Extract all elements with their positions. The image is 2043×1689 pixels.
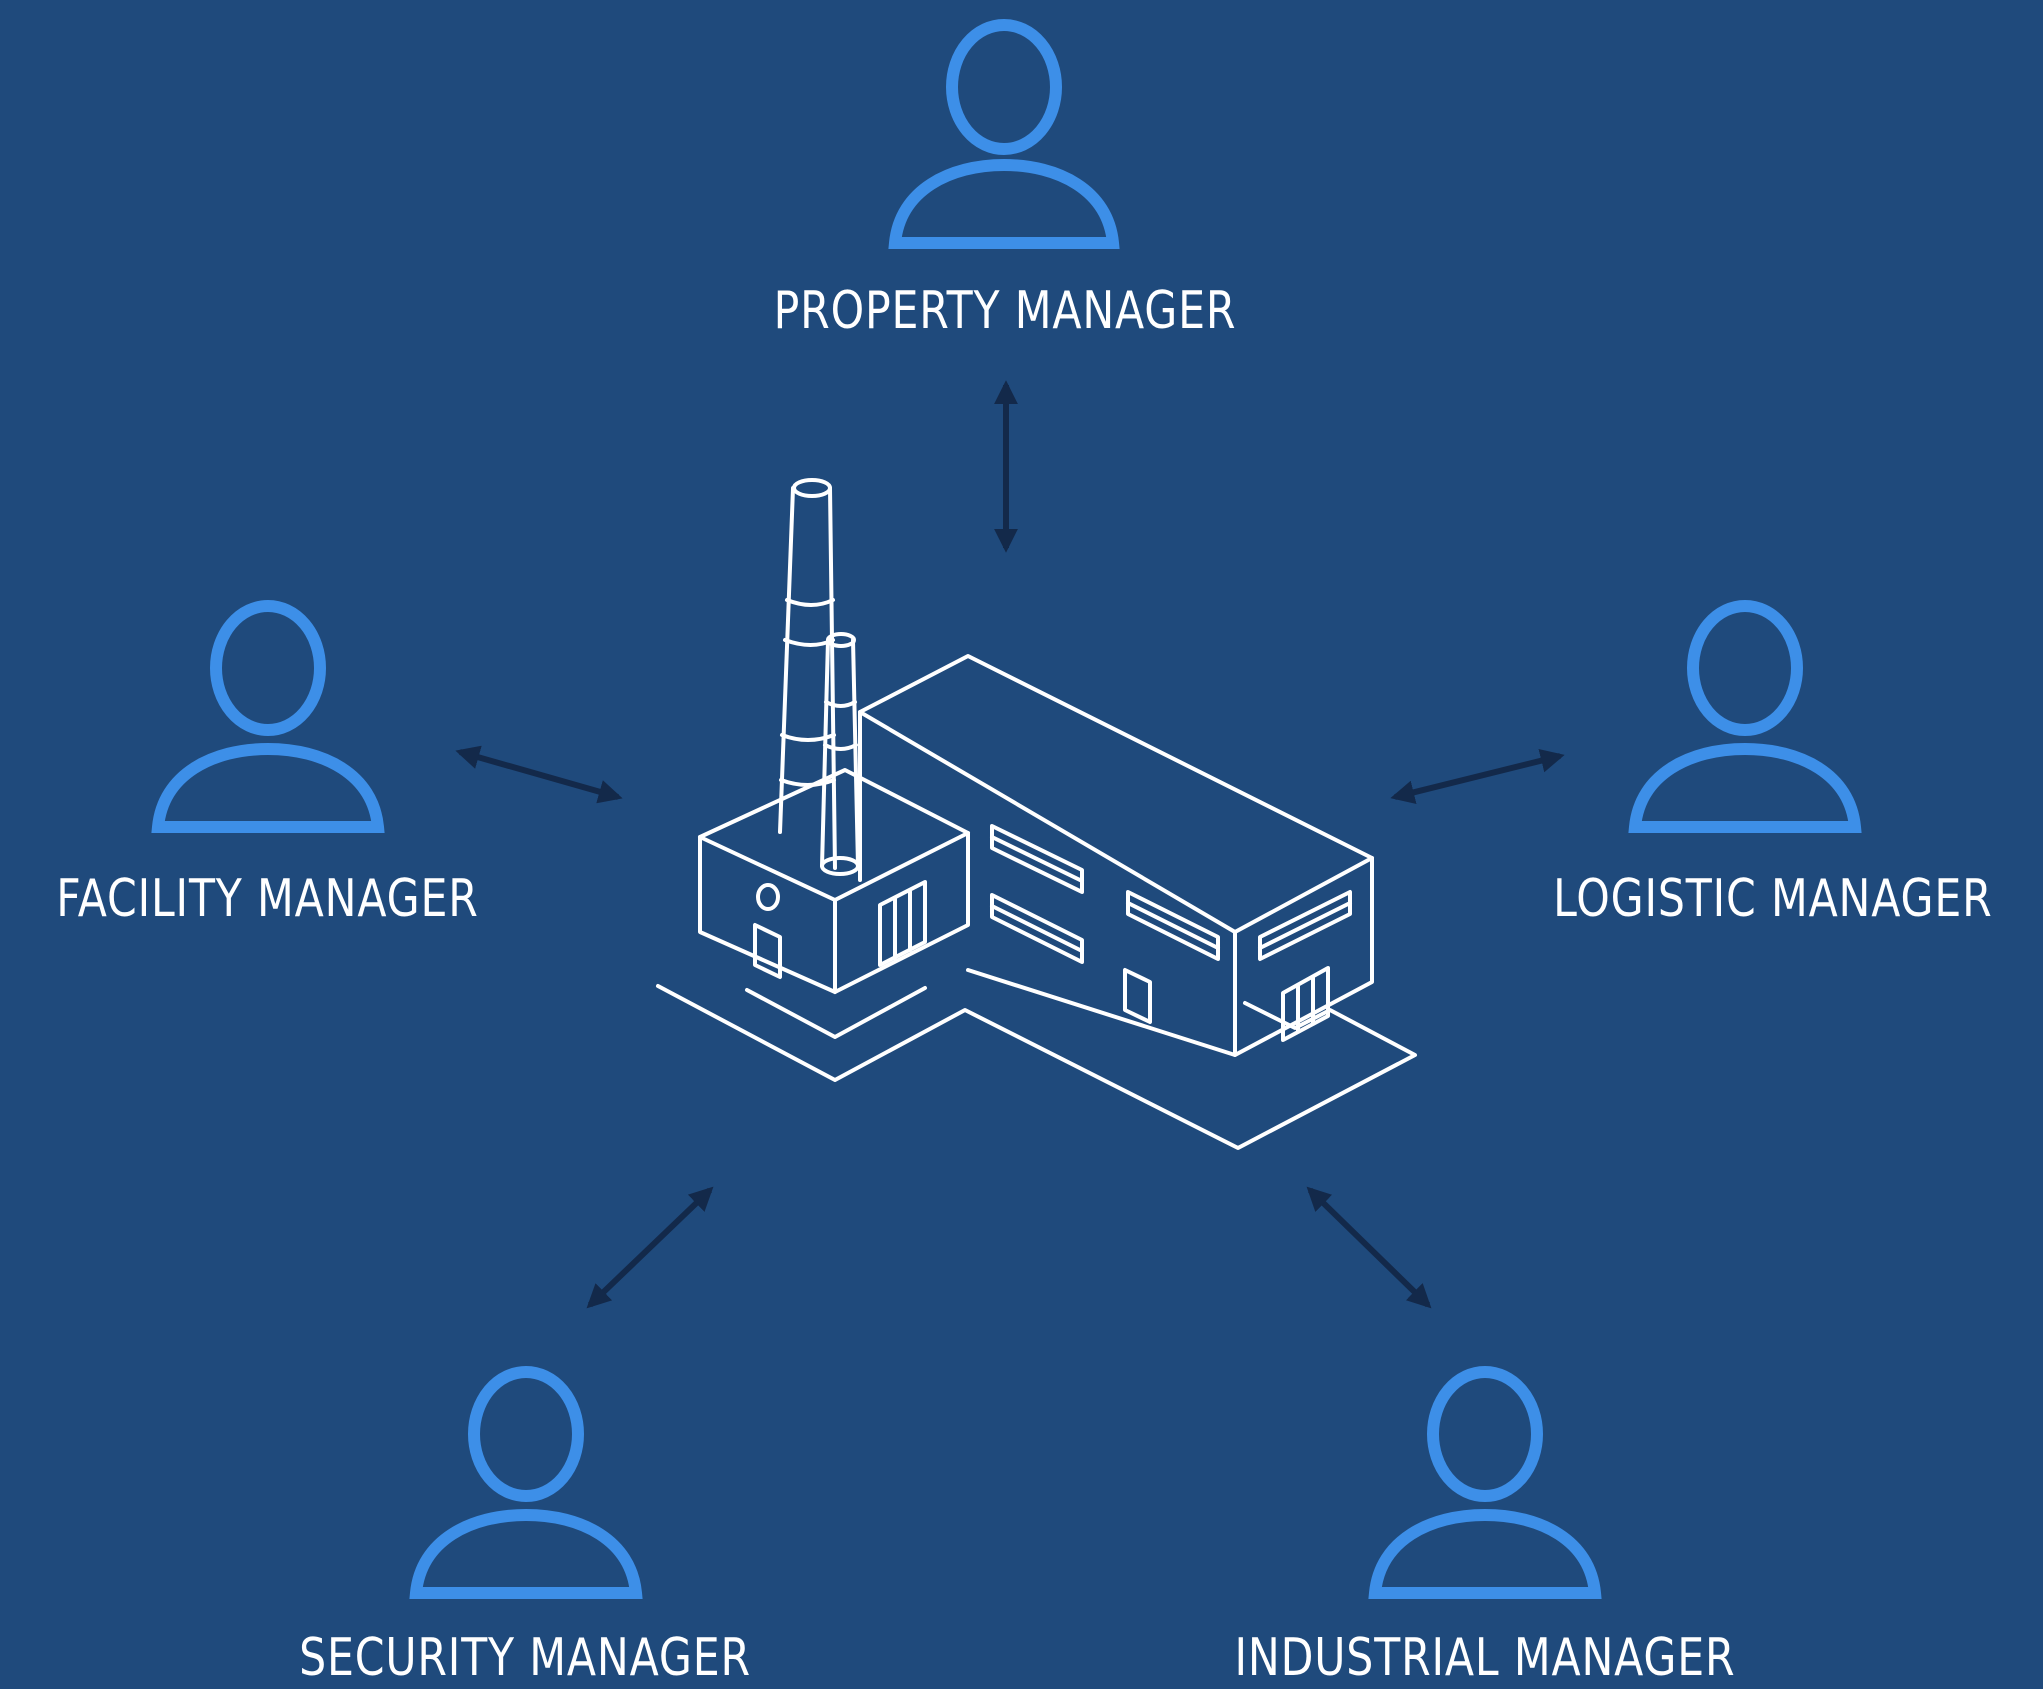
- security-arrow: [586, 1186, 714, 1309]
- industrial-manager-person-icon: [1368, 1366, 1602, 1599]
- security-manager-person-icon: [409, 1366, 643, 1599]
- facility-arrow: [455, 745, 623, 804]
- factory-icon: [656, 478, 1417, 1150]
- logistic-arrow: [1390, 748, 1565, 805]
- facility-manager-label: FACILITY MANAGER: [56, 869, 479, 929]
- security-manager-label: SECURITY MANAGER: [299, 1628, 751, 1688]
- property-manager-person-icon: [888, 19, 1120, 249]
- facility-manager-person-icon: [151, 600, 385, 833]
- industrial-arrow: [1306, 1186, 1432, 1309]
- industrial-manager-label: INDUSTRIAL MANAGER: [1234, 1628, 1736, 1688]
- logistic-manager-label: LOGISTIC MANAGER: [1553, 869, 1993, 929]
- property-manager-label: PROPERTY MANAGER: [773, 281, 1237, 341]
- logistic-manager-person-icon: [1628, 600, 1862, 833]
